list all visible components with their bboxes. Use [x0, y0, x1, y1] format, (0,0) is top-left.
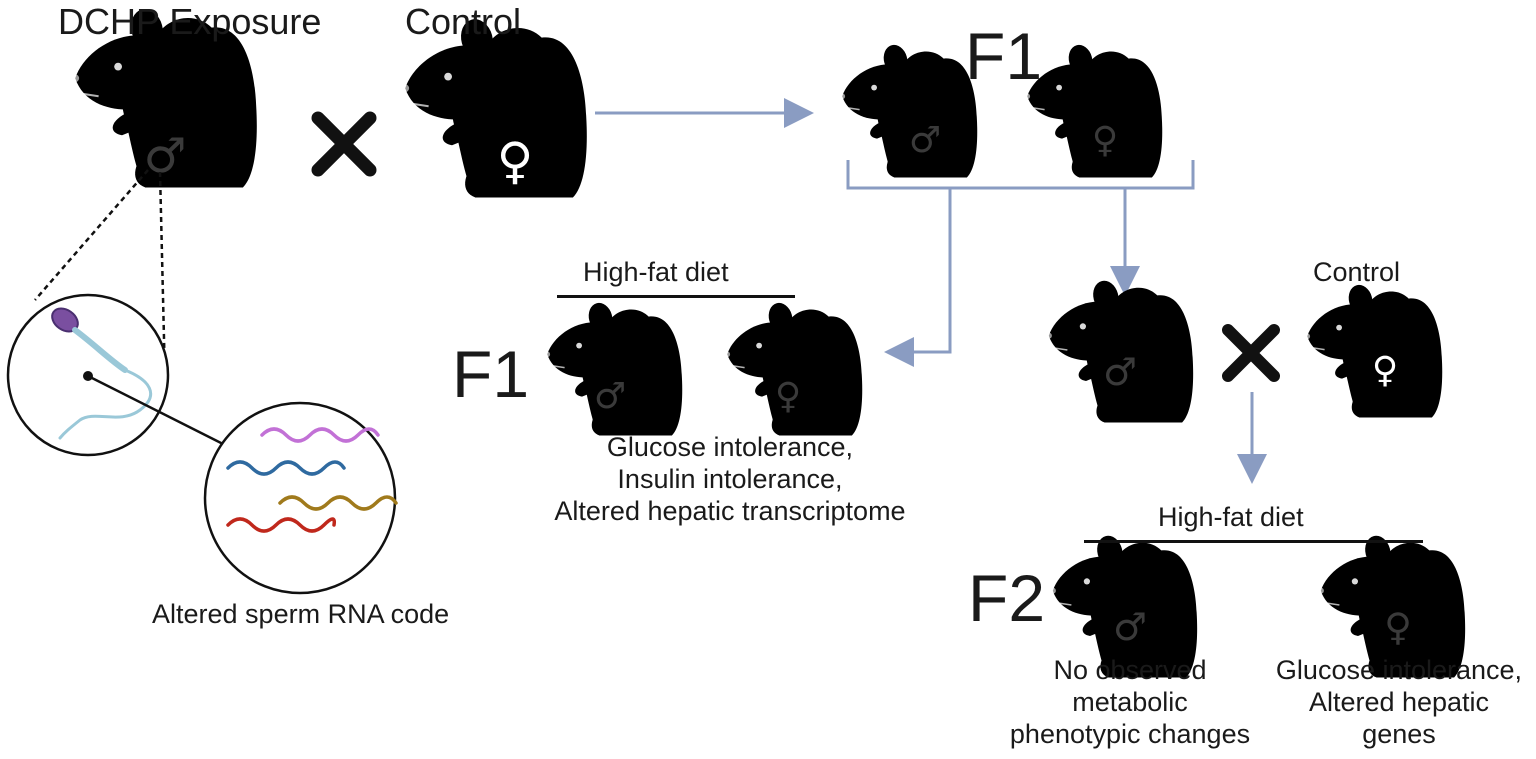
male-symbol-f1-hfd: ♂: [594, 376, 626, 417]
f1-bracket: [846, 160, 1195, 190]
female-symbol-control-2: ♀: [1372, 350, 1398, 391]
f1-outcome-line-1: Glucose intolerance,: [606, 432, 854, 462]
control-label-mid: Control: [1313, 257, 1401, 287]
mouse-f1-hfd-male: [543, 299, 710, 438]
female-symbol-f1: ♀: [1092, 120, 1118, 161]
high-fat-diet-label-f1: High-fat diet: [583, 257, 729, 287]
f1-label-top: F1: [965, 19, 1043, 93]
sperm-rna-label: Altered sperm RNA code: [152, 599, 450, 629]
female-symbol-f2: ♀: [1384, 605, 1412, 649]
f1-outcome-line-2: Insulin intolerance,: [617, 463, 843, 494]
control-label-top: Control: [405, 1, 522, 42]
f1-outcome-line-3: Altered hepatic transcriptome: [554, 495, 906, 526]
f2-male-outcome-line-3: phenotypic changes: [1009, 718, 1251, 749]
f1-outcome-text: Glucose intolerance, Insulin intolerance…: [500, 432, 960, 528]
cross-icon: [311, 111, 377, 177]
hfd-line-f1: [557, 295, 795, 298]
male-symbol-dchp: ♂: [143, 128, 186, 184]
f1-label-left: F1: [452, 337, 530, 411]
rna-strands: [226, 427, 398, 533]
male-symbol-f1-cross: ♂: [1103, 350, 1137, 394]
male-symbol-f1: ♂: [909, 120, 941, 161]
f2-male-outcome-line-2: metabolic: [1072, 686, 1188, 717]
cross-icon-2: [1222, 324, 1280, 382]
f2-label: F2: [968, 561, 1046, 635]
arrow-to-f1-hfd: [884, 188, 952, 367]
zoom-line-left: [34, 169, 149, 301]
female-symbol-f1-hfd: ♀: [775, 376, 801, 417]
sperm-icon: [51, 307, 153, 440]
mouse-f1-hfd-female: [723, 299, 890, 438]
male-symbol-f2: ♂: [1113, 605, 1147, 649]
pointer-line: [87, 374, 226, 447]
high-fat-diet-label-f2: High-fat diet: [1158, 502, 1304, 532]
f2-female-outcome-line-1: Glucose intolerance,: [1275, 655, 1523, 685]
hfd-line-f2: [1084, 540, 1423, 543]
f2-female-outcome-text: Glucose intolerance, Altered hepatic gen…: [1262, 655, 1536, 751]
dchp-exposure-label: DCHP Exposure: [58, 1, 322, 42]
f2-male-outcome-line-1: No observed: [1053, 655, 1207, 685]
zoom-line-right: [158, 171, 167, 381]
f2-female-outcome-line-2: Altered hepatic: [1308, 686, 1490, 717]
f2-male-outcome-text: No observed metabolic phenotypic changes: [990, 655, 1270, 751]
f2-female-outcome-line-3: genes: [1362, 718, 1436, 749]
female-symbol-control: ♀: [497, 132, 534, 190]
